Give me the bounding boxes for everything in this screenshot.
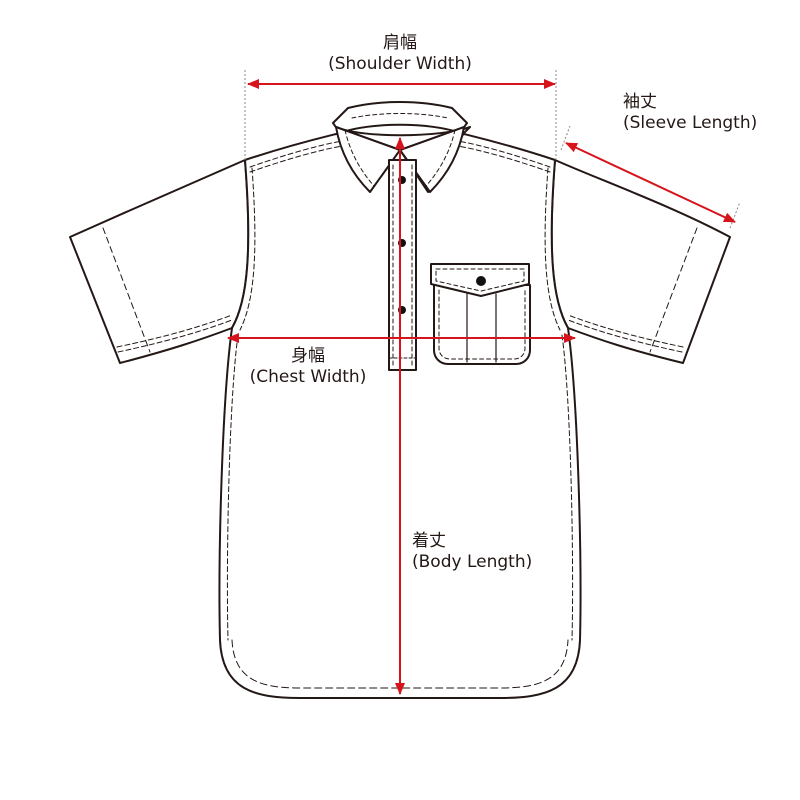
collar: [332, 101, 471, 193]
sleeve-guide-bottom: [729, 201, 741, 229]
body-length-en: (Body Length): [412, 552, 533, 572]
body-length-label: 着丈 (Body Length): [412, 531, 532, 573]
sleeve-length-en: (Sleeve Length): [623, 113, 758, 133]
pocket-button: [476, 276, 486, 286]
chest-width-en: (Chest Width): [249, 367, 367, 387]
chest-width-jp: 身幅: [291, 346, 325, 366]
left-sleeve: [69, 159, 250, 364]
measurement-arrows: [227, 79, 736, 695]
sleeve-guide-top: [560, 125, 571, 151]
shoulder-width-jp: 肩幅: [383, 33, 417, 53]
chest-width-label: 身幅 (Chest Width): [208, 346, 408, 388]
shoulder-width-en: (Shoulder Width): [328, 54, 472, 74]
shoulder-width-label: 肩幅 (Shoulder Width): [300, 33, 500, 75]
sleeve-length-arrow: [565, 142, 736, 223]
body-length-jp: 着丈: [412, 531, 446, 551]
right-sleeve: [550, 159, 731, 364]
sleeve-length-jp: 袖丈: [623, 92, 657, 112]
sleeve-length-label: 袖丈 (Sleeve Length): [623, 92, 757, 134]
